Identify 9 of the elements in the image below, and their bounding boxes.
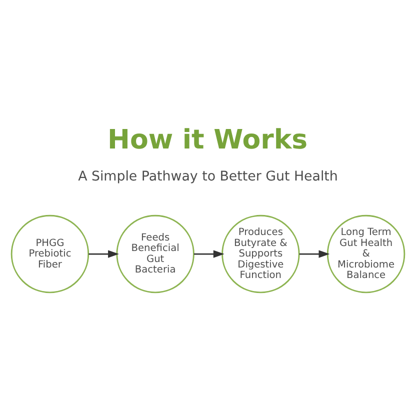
node-circle: Long Term Gut Health & Microbiome Balance xyxy=(326,214,406,293)
arrow xyxy=(299,250,330,258)
node-circle: PHGG Prebiotic Fiber xyxy=(10,214,90,293)
arrow xyxy=(194,250,224,258)
label: A Simple Pathway to Better Gut Health xyxy=(78,168,338,184)
node-circle: Produces Butyrate & Supports Digestive Function xyxy=(222,214,300,293)
node-circle: Feeds Beneficial Gut Bacteria xyxy=(116,214,194,293)
arrow xyxy=(88,250,119,258)
diagram-title: How it Works xyxy=(108,124,308,156)
